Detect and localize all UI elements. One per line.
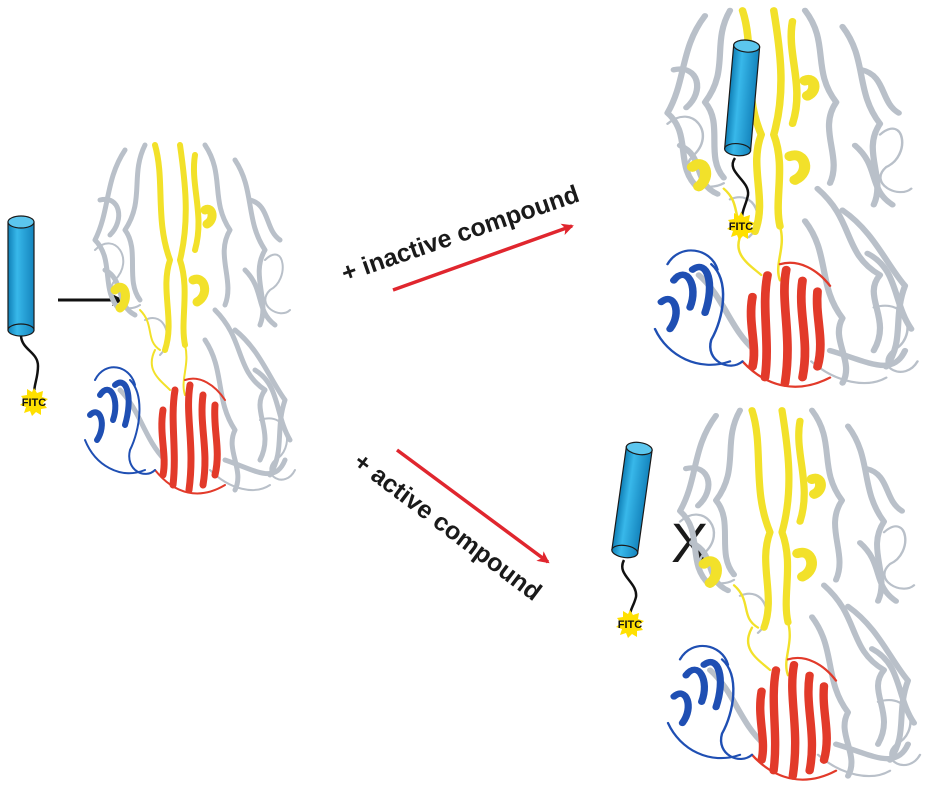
fitc-label: FITC <box>22 397 46 409</box>
inactive-pathway-arrow <box>392 223 574 292</box>
free-peptide-probe: FITC <box>7 215 48 416</box>
cylinder-peptide-icon <box>7 215 35 337</box>
fitc-star-icon: FITC <box>20 388 48 416</box>
active-compound-caption: + active compound <box>348 447 546 606</box>
target-protein-structure <box>85 145 295 493</box>
fitc-star-icon: FITC <box>616 610 644 638</box>
active-pathway-arrow <box>395 448 550 564</box>
bound-peptide: FITC <box>724 39 761 240</box>
displaced-peptide: FITC <box>611 441 653 638</box>
peptide-linker <box>731 157 750 219</box>
bound-complex-structure <box>655 10 918 386</box>
cylinder-peptide-icon <box>724 39 761 157</box>
peptide-linker <box>19 335 40 395</box>
fitc-star-icon: FITC <box>727 212 755 240</box>
fitc-label: FITC <box>618 619 642 631</box>
peptide-linker <box>621 559 638 616</box>
cylinder-peptide-icon <box>611 441 653 559</box>
fitc-label: FITC <box>729 221 753 233</box>
unbound-protein-structure <box>668 410 920 779</box>
